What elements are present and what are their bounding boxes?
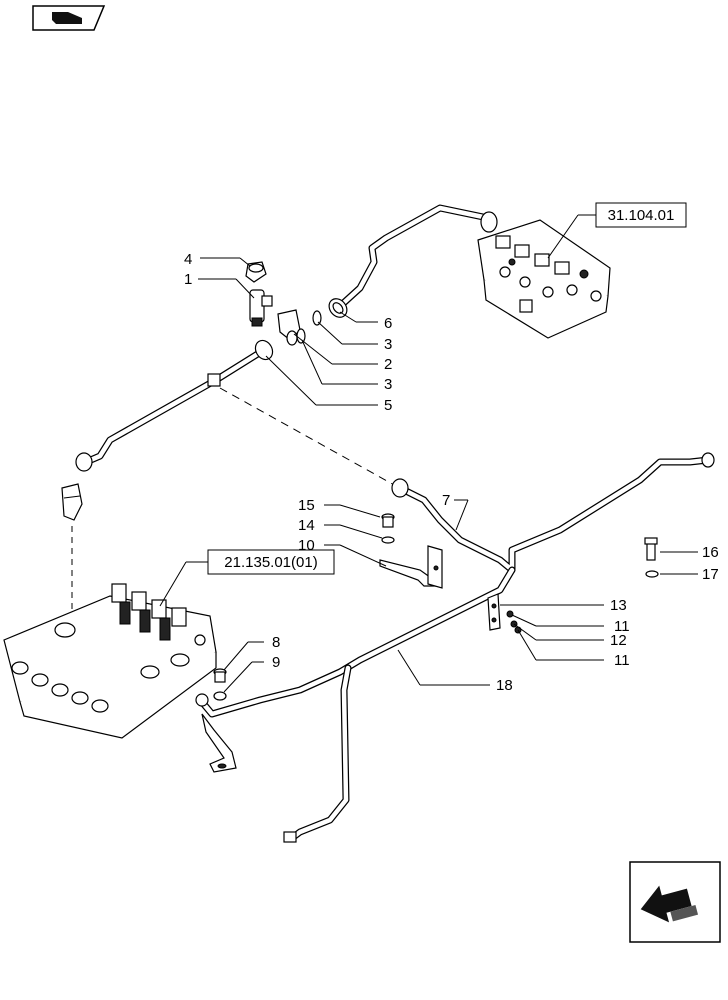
callout-3b: 3 (384, 376, 392, 393)
clamp-13 (487, 593, 501, 631)
fitting-1-tee (249, 289, 273, 327)
bolt-16 (644, 537, 658, 561)
washer-14 (381, 536, 395, 544)
callout-12: 12 (610, 632, 627, 649)
next-page-arrow-icon[interactable] (629, 861, 721, 943)
callout-16: 16 (702, 544, 719, 561)
callout-17: 17 (702, 566, 719, 583)
callout-1: 1 (184, 271, 192, 288)
nut-11a (506, 610, 514, 618)
callout-3a: 3 (384, 336, 392, 353)
pipe-7 (391, 452, 715, 574)
bolt-8 (213, 668, 227, 683)
pipe-5 (75, 339, 274, 472)
washer-9 (213, 691, 227, 701)
callout-11a: 11 (614, 618, 630, 635)
callout-6: 6 (384, 315, 392, 332)
ref-block-label: 21.135.01(01) (224, 554, 317, 571)
callout-10: 10 (298, 537, 315, 554)
elbow-fitting (61, 483, 83, 521)
callout-5: 5 (384, 397, 392, 414)
support-bracket-lower (201, 713, 237, 773)
callout-9: 9 (272, 654, 280, 671)
o-rings-3 (296, 310, 322, 344)
bracket-10 (379, 545, 443, 589)
callout-18: 18 (496, 677, 513, 694)
ref-box-block[interactable]: 21.135.01(01) (207, 549, 335, 575)
callout-13: 13 (610, 597, 627, 614)
callout-11b: 11 (614, 652, 630, 669)
fitting-4-nut (245, 261, 267, 283)
leader-lines (198, 257, 698, 693)
hydraulic-block (3, 583, 217, 739)
fitting-2-elbow (277, 309, 301, 346)
bolt-15 (381, 513, 395, 528)
callout-4: 4 (184, 251, 192, 268)
pipe-6 (328, 204, 498, 318)
pipe-18 (195, 566, 516, 843)
control-valve (477, 219, 611, 339)
callout-15: 15 (298, 497, 315, 514)
callout-2: 2 (384, 356, 392, 373)
callout-8: 8 (272, 634, 280, 651)
hand-pointer-icon[interactable] (32, 5, 106, 31)
ref-valve-label: 31.104.01 (608, 207, 675, 224)
callout-7: 7 (442, 492, 450, 509)
callout-14: 14 (298, 517, 315, 534)
dashed-guide-pipe (219, 387, 397, 487)
ref-box-valve[interactable]: 31.104.01 (595, 202, 687, 228)
washer-17 (645, 570, 659, 578)
